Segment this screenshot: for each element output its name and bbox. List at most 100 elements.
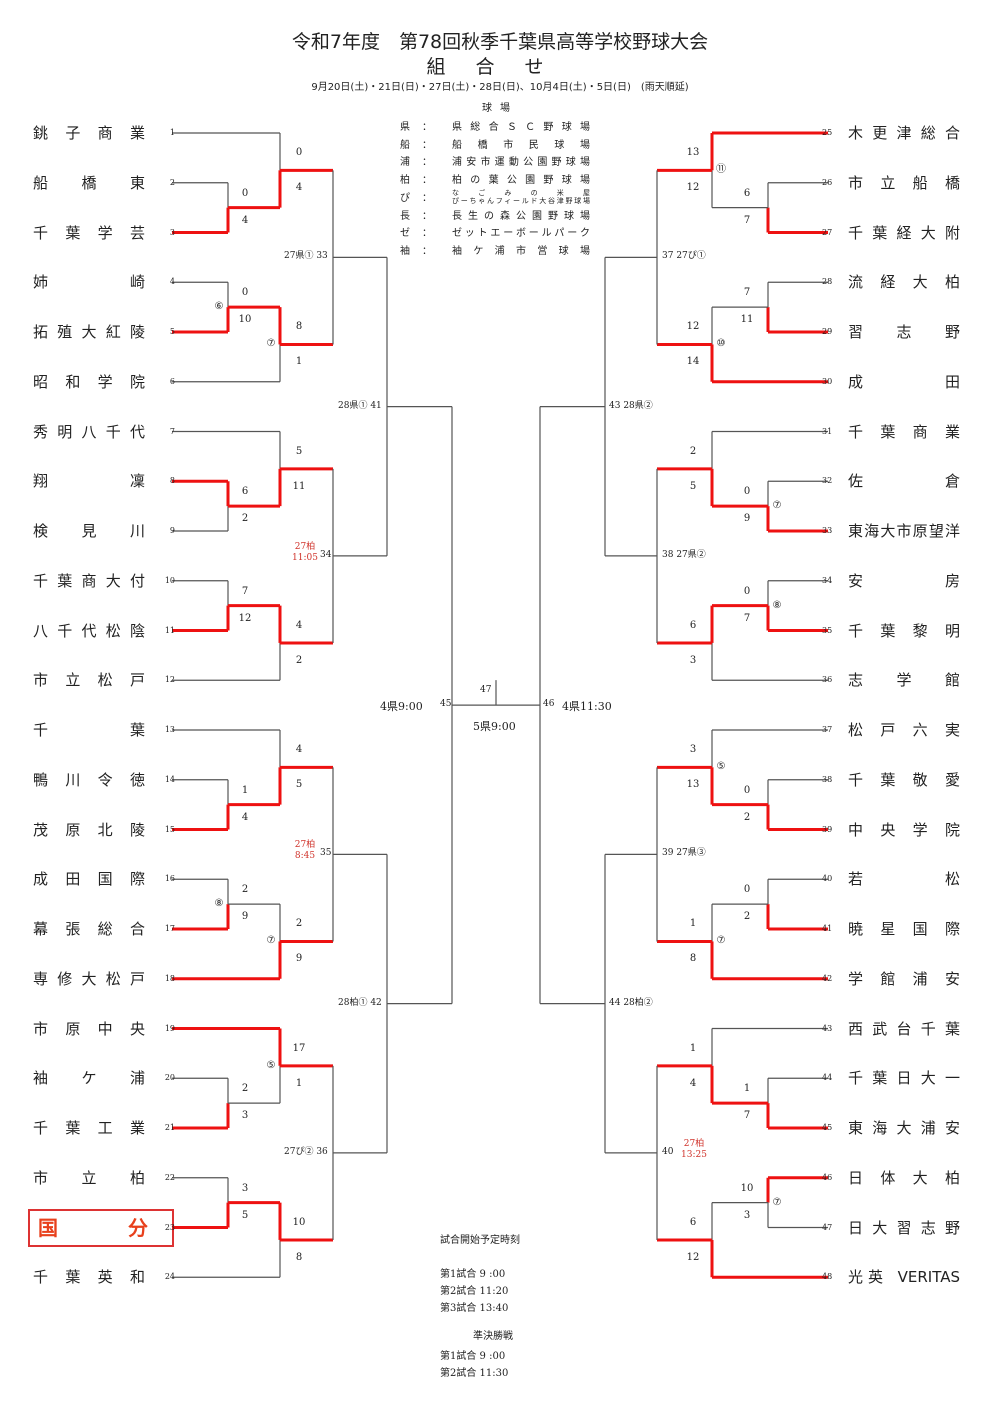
venue-row: 船：船橋市民球場 — [400, 136, 590, 152]
venue-key: 船 — [400, 139, 410, 151]
team-name: 安房 — [848, 571, 960, 590]
team-seed-number: 19 — [164, 1023, 175, 1033]
team-seed-number: 37 — [822, 725, 833, 734]
team-seed-number: 42 — [822, 973, 833, 983]
match-number: 46 — [543, 699, 555, 710]
team-name: 銚子商業 — [33, 124, 145, 142]
win-by-mercy-mark: ⑦ — [716, 935, 726, 947]
venue-row: 浦：浦安市運動公園野球場 — [400, 153, 590, 169]
venue-row: 県：県総合ＳＣ野球場 — [400, 118, 590, 134]
score: 9 — [295, 953, 303, 965]
semifinal-schedule-title: 準決勝戦 — [473, 1331, 513, 1342]
score: 10 — [740, 1182, 754, 1194]
schedule-title: 試合開始予定時刻 — [440, 1235, 520, 1246]
team-name: 市原中央 — [33, 1019, 145, 1038]
score: 12 — [238, 612, 252, 624]
win-by-mercy-mark: ⑪ — [716, 164, 726, 176]
team-name: 拓殖大紅陵 — [33, 323, 145, 341]
score: 0 — [743, 884, 751, 896]
venue-row: 柏：柏の葉公園野球場 — [400, 171, 590, 187]
team-seed-number: 12 — [164, 675, 175, 685]
team-name: 光英 VERITAS — [848, 1268, 960, 1287]
team-name: 習志野 — [848, 323, 960, 341]
bracket-subtitle: 組合せ — [426, 56, 574, 78]
match-label: 40 — [662, 1146, 674, 1157]
schedule-row: 第3試合 13:40 — [440, 1303, 509, 1314]
score: 4 — [295, 744, 303, 756]
semifinal-schedule-row: 第1試合 9 :00 — [440, 1351, 506, 1362]
score: 3 — [241, 1182, 249, 1194]
team-seed-number: 4 — [169, 277, 175, 287]
score: 3 — [743, 1209, 751, 1221]
score: 14 — [686, 356, 700, 368]
team-seed-number: 41 — [822, 924, 833, 933]
team-name: 八千代松陰 — [33, 621, 145, 640]
score: 1 — [743, 1083, 751, 1095]
score: 8 — [295, 321, 303, 333]
venue-name: 柏の葉公園野球場 — [452, 175, 590, 187]
team-seed-number: 21 — [164, 1123, 175, 1132]
match-label: 37 27ぴ① — [662, 251, 706, 262]
score: 2 — [743, 911, 751, 923]
score: 12 — [686, 1251, 700, 1263]
match-label: 27ぴ② 36 — [284, 1146, 328, 1157]
score: 17 — [292, 1042, 306, 1054]
match-label: 27県① 33 — [284, 251, 328, 262]
score: 2 — [295, 654, 303, 666]
team-name: 茂原北陵 — [33, 820, 145, 839]
venue-colon: ： — [422, 192, 432, 204]
team-seed-number: 22 — [164, 1172, 175, 1182]
win-by-mercy-mark: ⑧ — [772, 599, 782, 611]
venue-colon: ： — [422, 210, 432, 222]
match-label: 35 — [320, 848, 332, 859]
score: 3 — [689, 744, 697, 756]
team-seed-number: 26 — [822, 177, 833, 187]
match-number: 47 — [480, 685, 492, 696]
score: 10 — [238, 314, 252, 326]
team-name: 千葉英和 — [33, 1268, 145, 1287]
score: 2 — [241, 513, 249, 525]
semifinal-label: 4県9:00 — [380, 700, 423, 714]
team-name: 西武台千葉 — [848, 1019, 960, 1038]
venue-name-line2: ぴーちゃんフィールド大谷津野球場 — [452, 196, 590, 205]
score: 6 — [689, 619, 697, 631]
venue-row: ぴ：なごみの米屋ぴーちゃんフィールド大谷津野球場 — [400, 189, 590, 205]
team-seed-number: 30 — [822, 376, 833, 386]
team-seed-number: 17 — [164, 924, 175, 933]
win-by-mercy-mark: ⑦ — [266, 338, 276, 350]
score: 5 — [241, 1209, 249, 1221]
score: 10 — [292, 1216, 306, 1228]
venue-name: 船橋市民球場 — [452, 139, 590, 151]
score: 3 — [689, 654, 697, 666]
venue-colon: ： — [422, 245, 432, 257]
team-name: 志学館 — [848, 671, 960, 690]
match-number: 45 — [440, 699, 452, 710]
team-seed-number: 13 — [164, 725, 175, 734]
match-label: 34 — [320, 549, 332, 560]
team-name: 鴨川令徳 — [33, 770, 145, 789]
score: 1 — [295, 1077, 303, 1089]
venue-name-line1: なごみの米屋 — [452, 188, 590, 197]
score: 4 — [689, 1077, 697, 1089]
team-seed-number: 16 — [164, 874, 175, 884]
team-name: 松戸六実 — [848, 721, 960, 739]
venue-name: 長生の森公園野球場 — [452, 210, 590, 222]
team-seed-number: 27 — [822, 227, 833, 237]
win-by-mercy-mark: ⑤ — [716, 761, 726, 773]
team-seed-number: 43 — [822, 1023, 833, 1033]
match-label: 38 27県② — [662, 549, 706, 560]
team-seed-number: 20 — [164, 1073, 175, 1083]
team-name: 東海大浦安 — [848, 1119, 960, 1137]
score: 4 — [295, 182, 303, 194]
team-seed-number: 9 — [169, 526, 175, 535]
team-name: 学館浦安 — [848, 969, 960, 988]
team-seed-number: 39 — [822, 824, 833, 834]
score: 2 — [295, 918, 303, 930]
venue-row: 長：長生の森公園野球場 — [400, 207, 590, 223]
match-label: 43 28県② — [609, 400, 653, 411]
team-name: 船橋東 — [33, 173, 145, 192]
team-name: 千葉工業 — [33, 1119, 145, 1137]
team-name: 千葉経大附 — [848, 223, 960, 242]
venue-name: ゼットエーボールパーク — [452, 228, 590, 240]
score: 6 — [743, 187, 751, 199]
